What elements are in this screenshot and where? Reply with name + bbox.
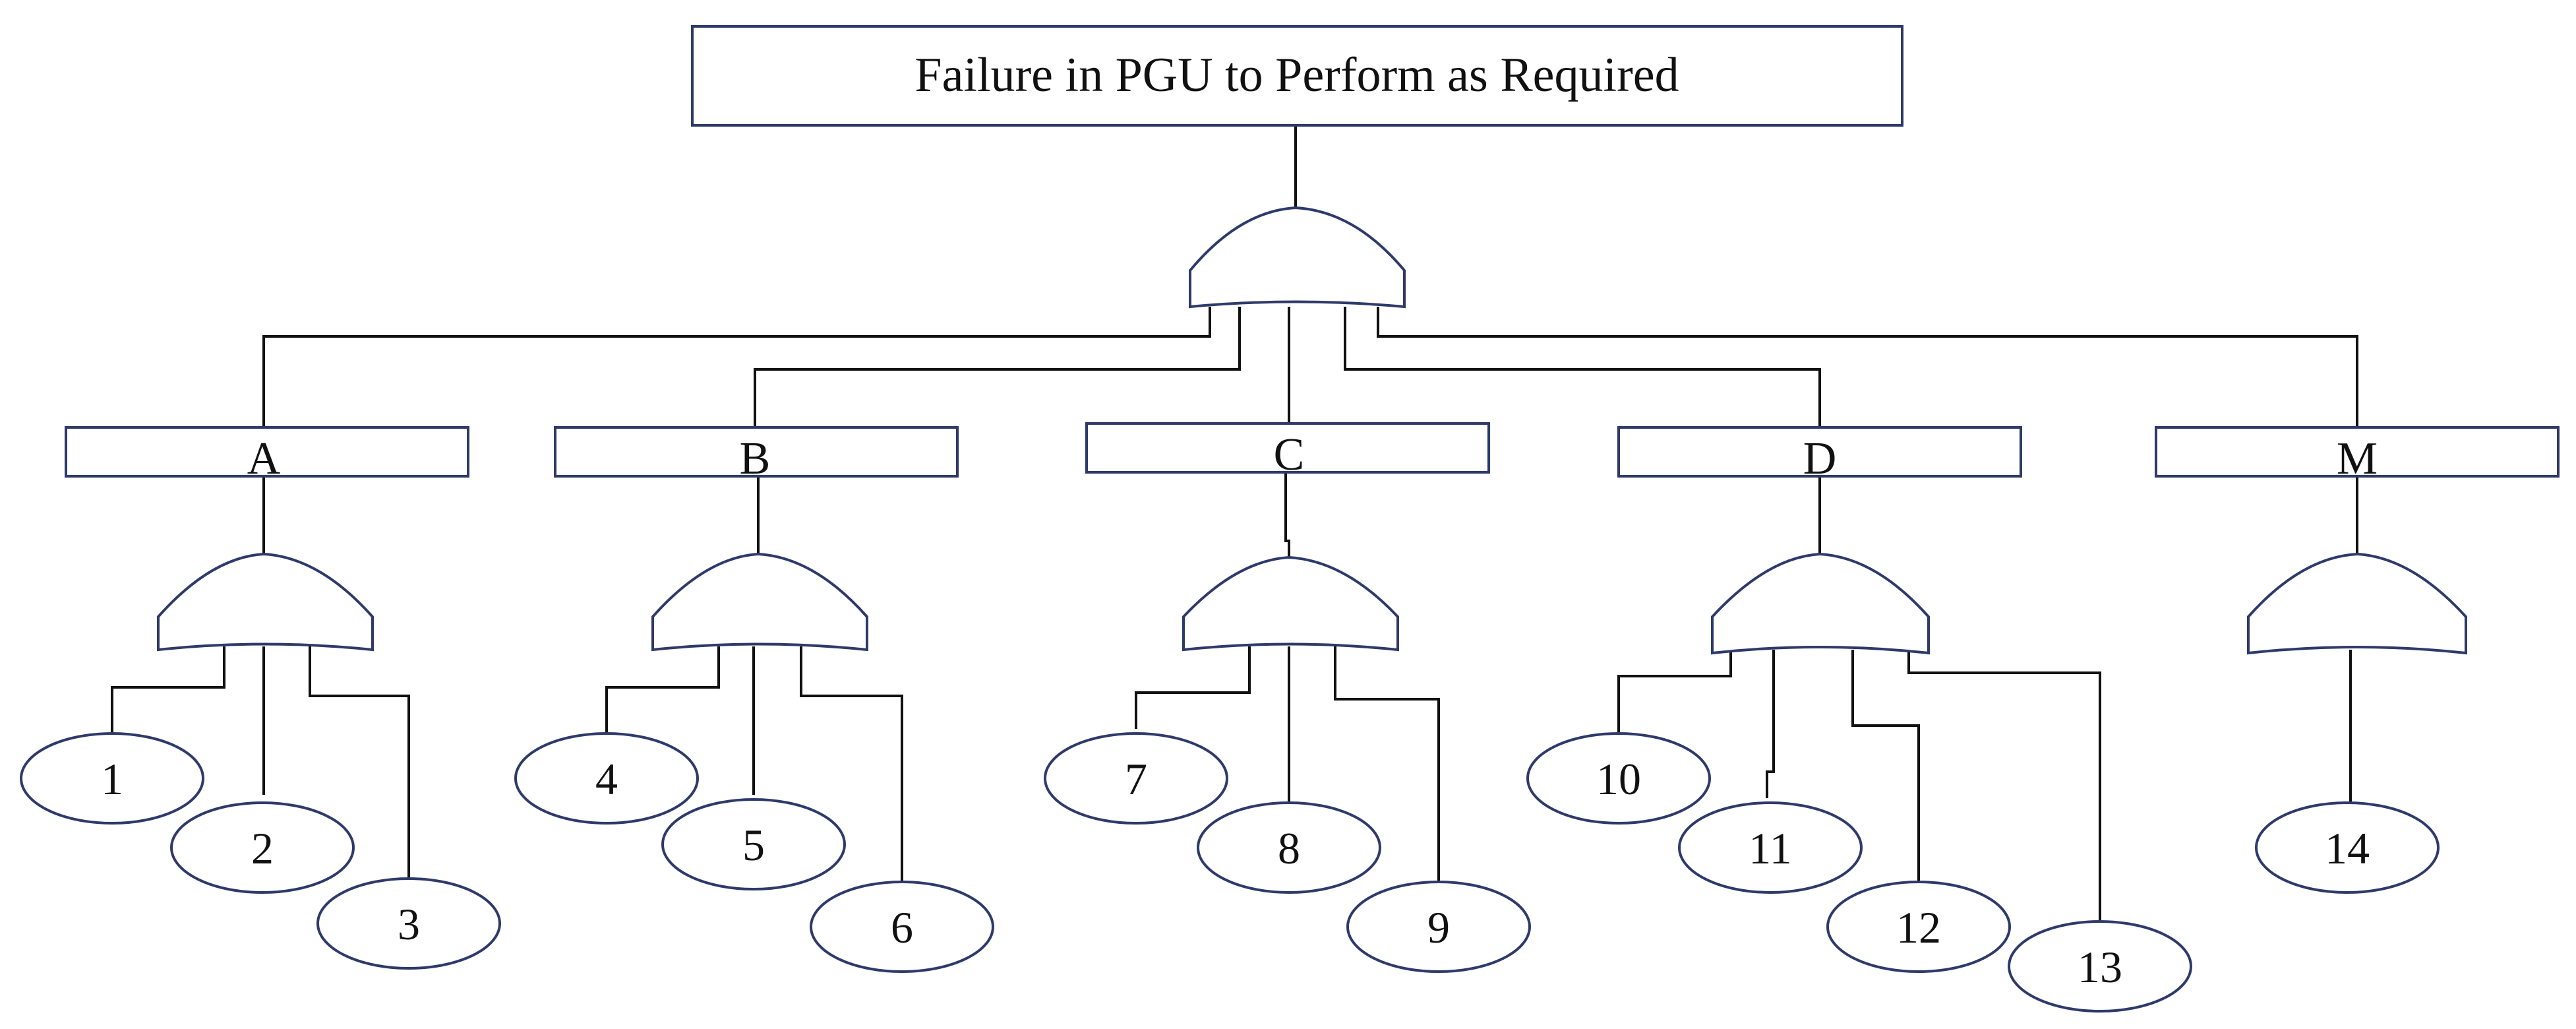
subsystem-label: A bbox=[247, 433, 281, 484]
subsystem-label: M bbox=[2337, 433, 2378, 484]
basic-event-ellipse bbox=[316, 877, 501, 970]
basic-event-10: 10 bbox=[1526, 732, 1711, 825]
basic-event-ellipse bbox=[2255, 801, 2440, 894]
subsystem-a: A bbox=[65, 426, 469, 484]
top-or-gate-icon bbox=[1189, 206, 1406, 309]
basic-event-3: 3 bbox=[316, 877, 501, 970]
basic-event-2: 2 bbox=[170, 801, 355, 894]
top-event-box bbox=[691, 25, 1903, 127]
subsystem-d: D bbox=[1617, 426, 2022, 484]
subsystem-box bbox=[1617, 426, 2022, 478]
basic-event-label: 4 bbox=[595, 754, 618, 804]
basic-event-ellipse bbox=[1346, 881, 1531, 973]
subsystem-m: M bbox=[2155, 426, 2560, 484]
basic-event-12: 12 bbox=[1826, 881, 2011, 973]
basic-event-label: 6 bbox=[891, 902, 913, 952]
subsystem-c: C bbox=[1085, 422, 1490, 480]
subsystem-label: C bbox=[1274, 429, 1305, 480]
subsystem-box bbox=[2155, 426, 2560, 478]
basic-event-4: 4 bbox=[514, 732, 699, 825]
basic-event-ellipse bbox=[514, 732, 699, 825]
basic-event-label: 13 bbox=[2078, 942, 2122, 992]
basic-event-label: 12 bbox=[1896, 902, 1941, 952]
basic-event-9: 9 bbox=[1346, 881, 1531, 973]
connector-lines bbox=[111, 125, 2358, 920]
basic-event-label: 2 bbox=[251, 823, 274, 873]
or-gate-c-icon bbox=[1182, 555, 1399, 652]
basic-event-ellipse bbox=[20, 732, 204, 825]
or-gate-m-icon bbox=[2247, 552, 2467, 655]
basic-event-ellipse bbox=[810, 881, 994, 973]
basic-event-label: 7 bbox=[1125, 754, 1147, 804]
top-event: Failure in PGU to Perform as Required bbox=[691, 25, 1903, 127]
basic-event-ellipse bbox=[170, 801, 355, 894]
subsystem-box bbox=[65, 426, 469, 478]
basic-event-ellipse bbox=[2008, 920, 2192, 1013]
basic-event-label: 5 bbox=[742, 820, 765, 870]
basic-event-7: 7 bbox=[1044, 732, 1228, 825]
basic-event-label: 3 bbox=[398, 899, 420, 949]
basic-event-ellipse bbox=[1826, 881, 2011, 973]
basic-event-label: 1 bbox=[101, 754, 123, 804]
basic-event-label: 10 bbox=[1596, 754, 1641, 804]
basic-event-label: 8 bbox=[1278, 823, 1300, 873]
or-gate-a-icon bbox=[157, 552, 374, 652]
basic-event-ellipse bbox=[1678, 801, 1863, 894]
top-event-label: Failure in PGU to Perform as Required bbox=[914, 48, 1679, 102]
basic-event-6: 6 bbox=[810, 881, 994, 973]
basic-event-ellipse bbox=[1044, 732, 1228, 825]
subsystem-label: D bbox=[1803, 433, 1837, 484]
basic-event-13: 13 bbox=[2008, 920, 2192, 1013]
subsystem-box bbox=[554, 426, 959, 478]
subsystem-label: B bbox=[740, 433, 771, 484]
or-gate-b-icon bbox=[651, 552, 868, 652]
basic-event-ellipse bbox=[661, 798, 846, 890]
basic-event-14: 14 bbox=[2255, 801, 2440, 894]
basic-event-label: 14 bbox=[2325, 823, 2370, 873]
subsystem-b: B bbox=[554, 426, 959, 484]
basic-event-label: 11 bbox=[1749, 823, 1791, 873]
subsystem-box bbox=[1085, 422, 1490, 474]
basic-event-ellipse bbox=[1197, 801, 1381, 894]
basic-event-ellipse bbox=[1526, 732, 1711, 825]
basic-event-label: 9 bbox=[1427, 902, 1450, 952]
basic-event-1: 1 bbox=[20, 732, 204, 825]
basic-event-11: 11 bbox=[1678, 801, 1863, 894]
or-gate-d-icon bbox=[1711, 552, 1930, 655]
basic-event-8: 8 bbox=[1197, 801, 1381, 894]
basic-event-5: 5 bbox=[661, 798, 846, 890]
